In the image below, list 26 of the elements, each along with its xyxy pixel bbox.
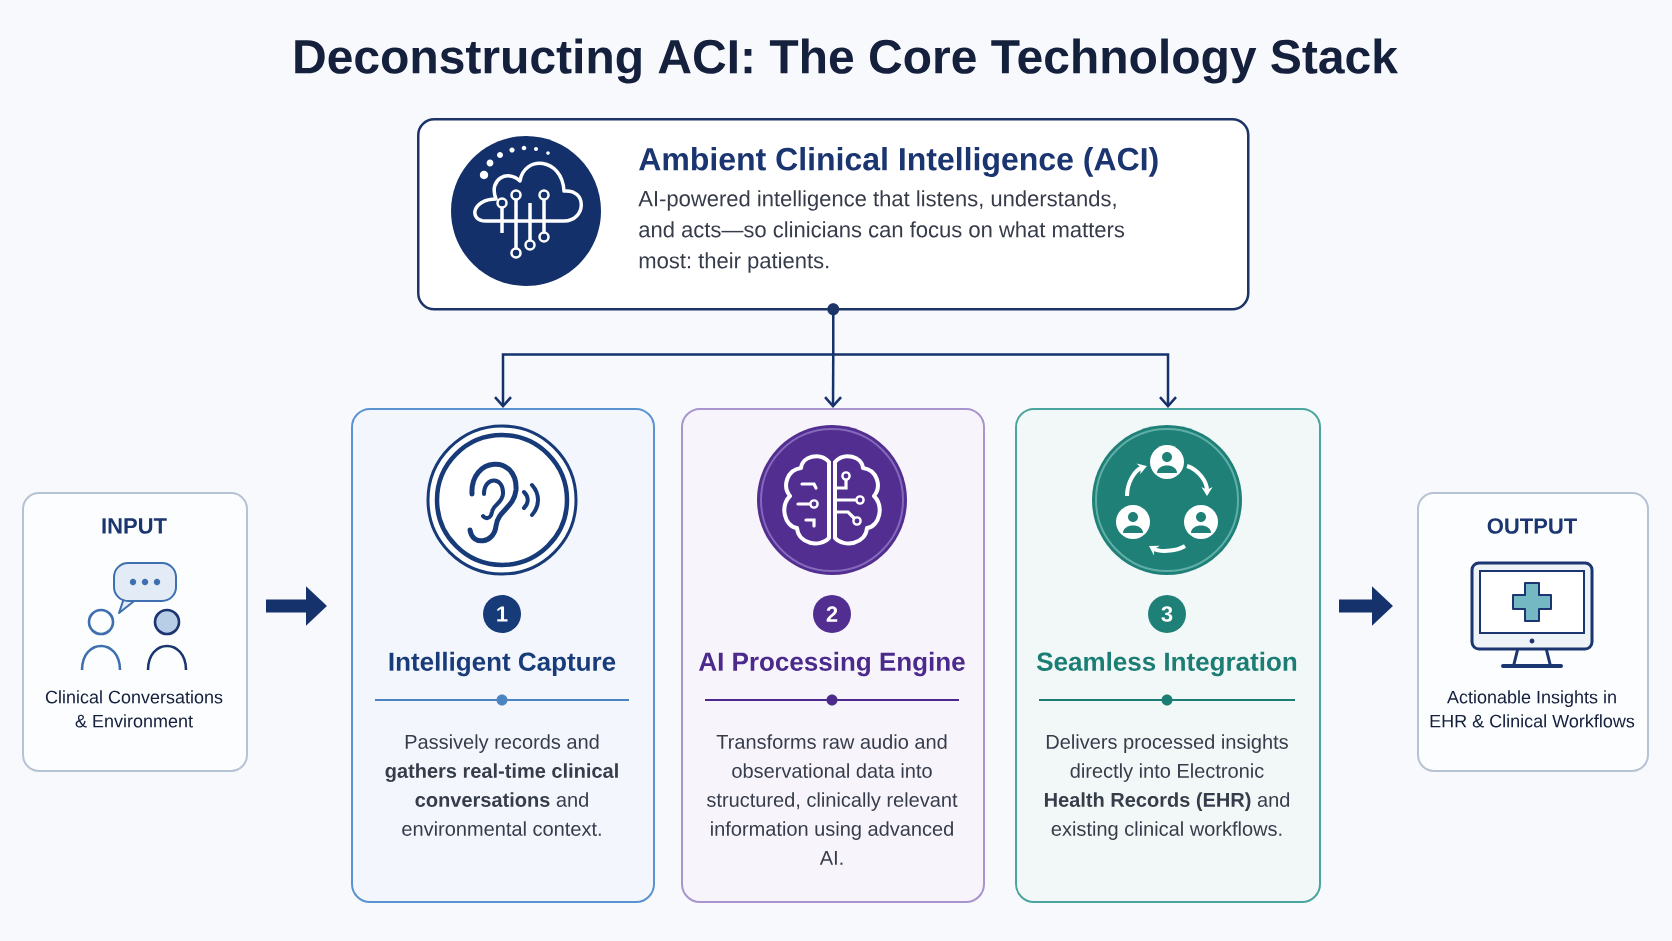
- process-card: [351, 408, 655, 903]
- arrow: [833, 353, 1177, 408]
- info-card: [1417, 492, 1649, 772]
- box-text: Actionable Insights in EHR & Clinical Workflows: [1430, 690, 1635, 728]
- card-text: Passively records and gathers real-time clinical conversations and environmental context.: [385, 734, 618, 836]
- arrow: [494, 353, 834, 408]
- title: Deconstructing ACI: The Core Technology Stack: [295, 38, 1398, 84]
- number-badge: 3: [1148, 595, 1186, 633]
- card-text: Transforms raw audio and observational data into structured, clinically relevant information using advanced AI.: [706, 734, 958, 865]
- box-text: Clinical Conversations & Environment: [45, 690, 223, 728]
- process-card: [681, 408, 985, 903]
- description: AI-powered intelligence that listens, understands, and acts—so clinicians can focus on what matters most: their patients.: [638, 190, 1125, 273]
- card-title: Intelligent Capture: [389, 651, 616, 677]
- number-badge: 2: [813, 595, 851, 633]
- arrow: [824, 354, 842, 408]
- number-badge: 1: [483, 595, 521, 633]
- card-title: AI Processing Engine: [699, 651, 965, 677]
- box-label: OUTPUT: [1487, 518, 1577, 534]
- card-title: Seamless Integration: [1037, 651, 1297, 677]
- info-card: [22, 492, 248, 772]
- heading: Ambient Clinical Intelligence (ACI): [639, 147, 1158, 177]
- connector-line: [832, 310, 835, 355]
- info-box: [417, 118, 1250, 316]
- process-card: [1015, 408, 1321, 903]
- box-label: INPUT: [102, 518, 167, 534]
- card-text: Delivers processed insights directly into Electronic Health Records (EHR) and existing clinical workflows.: [1045, 734, 1290, 840]
